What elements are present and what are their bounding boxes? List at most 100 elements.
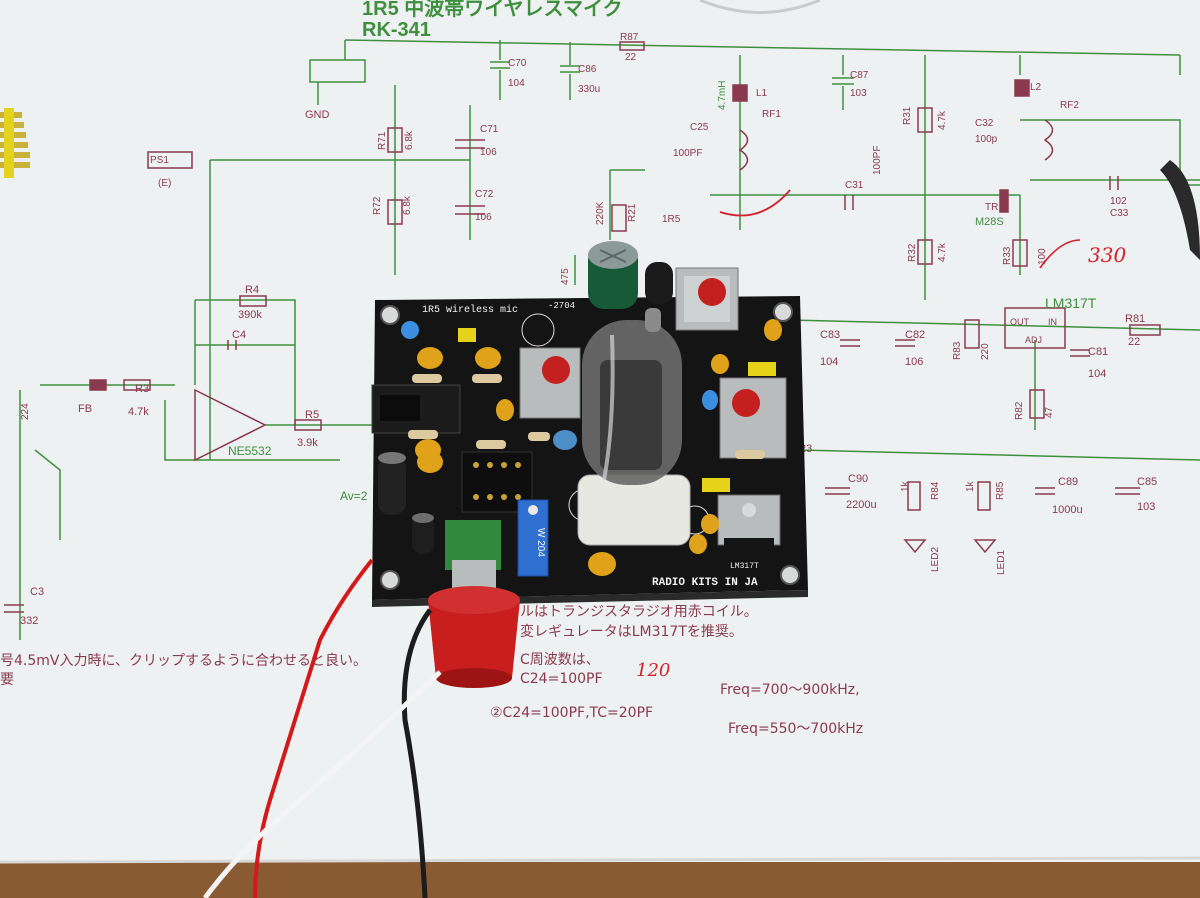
svg-text:332: 332 bbox=[20, 615, 38, 627]
svg-text:1R5: 1R5 bbox=[662, 214, 681, 225]
svg-text:R72: R72 bbox=[372, 196, 383, 215]
resistors bbox=[408, 374, 765, 459]
vacuum-tube bbox=[577, 308, 691, 546]
svg-text:R82: R82 bbox=[1014, 401, 1025, 420]
svg-text:R3: R3 bbox=[135, 383, 149, 395]
svg-text:R21: R21 bbox=[627, 203, 638, 222]
scissors bbox=[1160, 160, 1200, 260]
svg-text:C70: C70 bbox=[508, 58, 527, 69]
svg-text:NE5532: NE5532 bbox=[228, 444, 272, 458]
svg-text:390k: 390k bbox=[238, 309, 262, 321]
svg-text:100PF: 100PF bbox=[872, 146, 883, 175]
svg-text:R32: R32 bbox=[907, 243, 918, 262]
svg-text:C25: C25 bbox=[690, 122, 709, 133]
volume-knob bbox=[428, 520, 520, 688]
schematic-notes: ルはトランジスタラジオ用赤コイル。 変レギュレータはLM317Tを推奨。 C周波… bbox=[0, 604, 863, 737]
svg-text:6.8k: 6.8k bbox=[402, 195, 413, 215]
svg-text:LED1: LED1 bbox=[996, 550, 1007, 575]
svg-text:R83: R83 bbox=[952, 341, 963, 360]
pcb-silk-title: 1R5 wireless mic bbox=[422, 304, 518, 316]
svg-text:C81: C81 bbox=[1088, 346, 1108, 358]
svg-text:ルはトランジスタラジオ用赤コイル。: ルはトランジスタラジオ用赤コイル。 bbox=[520, 604, 758, 620]
svg-text:C83: C83 bbox=[820, 329, 840, 341]
svg-text:RF2: RF2 bbox=[1060, 100, 1079, 111]
svg-text:FB: FB bbox=[78, 403, 92, 415]
svg-text:R84: R84 bbox=[930, 481, 941, 500]
svg-text:1k: 1k bbox=[965, 480, 976, 492]
svg-text:変レギュレータはLM317Tを推奨。: 変レギュレータはLM317Tを推奨。 bbox=[520, 623, 743, 640]
svg-text:100PF: 100PF bbox=[673, 148, 702, 159]
paper-edge bbox=[0, 856, 1200, 864]
svg-text:R4: R4 bbox=[245, 284, 259, 296]
svg-text:224: 224 bbox=[20, 403, 31, 420]
schematic-labels: 1R5 中波帯ワイヤレスマイク RK-341 GND PS1 (E) R87 2… bbox=[20, 0, 1157, 627]
svg-text:220K: 220K bbox=[595, 201, 606, 225]
electrolytic-capacitors bbox=[378, 241, 673, 554]
trimmer-potentiometer: W 204 bbox=[517, 499, 549, 577]
svg-text:C71: C71 bbox=[480, 124, 499, 135]
svg-text:C89: C89 bbox=[1058, 476, 1078, 488]
svg-text:C24=100PF: C24=100PF bbox=[520, 671, 603, 687]
svg-text:220: 220 bbox=[980, 343, 991, 360]
jumper-headers bbox=[458, 328, 776, 492]
svg-text:47: 47 bbox=[1044, 406, 1055, 418]
svg-text:ADJ: ADJ bbox=[1025, 335, 1042, 345]
svg-text:R33: R33 bbox=[1002, 246, 1013, 265]
svg-text:106: 106 bbox=[905, 356, 923, 368]
svg-text:4.7k: 4.7k bbox=[937, 242, 948, 262]
handwritten-330: 330 bbox=[1088, 243, 1126, 267]
svg-text:L2: L2 bbox=[1030, 82, 1042, 93]
svg-text:C周波数は、: C周波数は、 bbox=[520, 652, 600, 668]
svg-text:C72: C72 bbox=[475, 189, 494, 200]
svg-text:475: 475 bbox=[560, 268, 571, 285]
svg-text:22: 22 bbox=[1128, 336, 1140, 348]
svg-text:330u: 330u bbox=[578, 84, 600, 95]
svg-text:100p: 100p bbox=[975, 134, 998, 145]
schematic-title: 1R5 中波帯ワイヤレスマイク bbox=[362, 0, 623, 20]
svg-text:TR: TR bbox=[985, 202, 998, 213]
svg-text:Freq=700～900kHz,: Freq=700～900kHz, bbox=[720, 682, 860, 698]
svg-text:C33: C33 bbox=[1110, 208, 1129, 219]
voltage-regulator bbox=[717, 494, 781, 556]
svg-text:106: 106 bbox=[480, 147, 497, 158]
table-edge bbox=[0, 862, 1200, 898]
svg-text:LM317T: LM317T bbox=[1045, 295, 1097, 311]
svg-text:4.7mH: 4.7mH bbox=[717, 81, 728, 110]
pcb-silk-brand: RADIO KITS IN JA bbox=[652, 577, 758, 589]
trimmer-label: W 204 bbox=[535, 528, 546, 557]
svg-text:号4.5mV入力時に、クリップするように合わせると良い。: 号4.5mV入力時に、クリップするように合わせると良い。 bbox=[0, 653, 367, 669]
svg-text:C3: C3 bbox=[30, 586, 44, 598]
svg-text:R31: R31 bbox=[902, 106, 913, 125]
svg-text:106: 106 bbox=[475, 212, 492, 223]
svg-text:RF1: RF1 bbox=[762, 109, 781, 120]
svg-text:要: 要 bbox=[0, 672, 14, 688]
handwritten-notes: 330 120 bbox=[636, 189, 1126, 681]
audio-jack-opening bbox=[380, 395, 420, 421]
svg-text:4.7k: 4.7k bbox=[128, 406, 149, 418]
svg-text:R87: R87 bbox=[620, 32, 639, 43]
svg-text:103: 103 bbox=[1137, 501, 1155, 513]
lead-wires bbox=[202, 558, 442, 898]
svg-text:Av=2: Av=2 bbox=[340, 489, 368, 503]
svg-text:OUT: OUT bbox=[1010, 317, 1030, 327]
svg-text:IN: IN bbox=[1048, 317, 1057, 327]
svg-text:R5: R5 bbox=[305, 409, 319, 421]
svg-text:C82: C82 bbox=[905, 329, 925, 341]
pcb-silk-code: -2704 bbox=[548, 301, 575, 311]
pin-header bbox=[0, 108, 30, 178]
svg-text:104: 104 bbox=[508, 78, 525, 89]
svg-text:C87: C87 bbox=[850, 70, 869, 81]
cup-rim bbox=[699, 0, 821, 14]
svg-text:104: 104 bbox=[820, 356, 838, 368]
ceramic-capacitors bbox=[401, 319, 782, 576]
svg-text:GND: GND bbox=[305, 109, 330, 121]
svg-text:C86: C86 bbox=[578, 64, 597, 75]
svg-text:PS1: PS1 bbox=[150, 155, 169, 166]
svg-text:C85: C85 bbox=[1137, 476, 1157, 488]
if-coils bbox=[519, 267, 787, 459]
svg-text:LED2: LED2 bbox=[930, 547, 941, 572]
pcb-silk-lm317: LM317T bbox=[730, 562, 759, 571]
svg-text:C90: C90 bbox=[848, 473, 868, 485]
svg-text:4.7k: 4.7k bbox=[937, 110, 948, 130]
